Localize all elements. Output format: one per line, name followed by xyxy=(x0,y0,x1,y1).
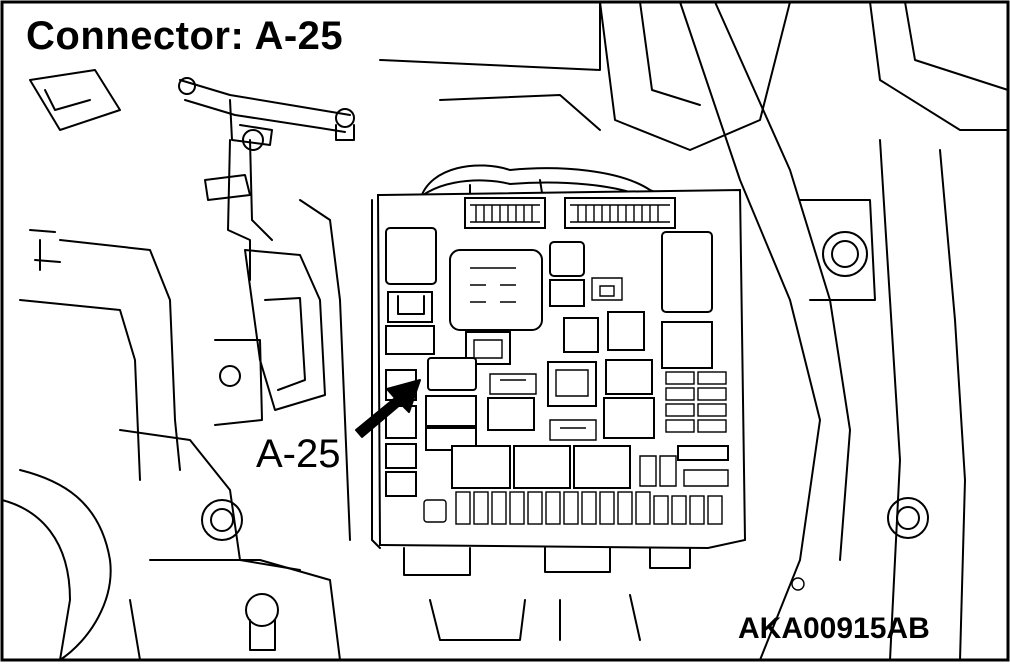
left-bracket-assembly xyxy=(1,77,355,661)
vehicle-body-lines xyxy=(29,1,1009,661)
connector-callout-label: A-25 xyxy=(256,432,341,476)
figure-code: AKA00915AB xyxy=(738,612,930,645)
connector-a25 xyxy=(427,357,477,391)
diagram-title: Connector: A-25 xyxy=(26,14,344,58)
connector-arrow xyxy=(355,379,421,438)
